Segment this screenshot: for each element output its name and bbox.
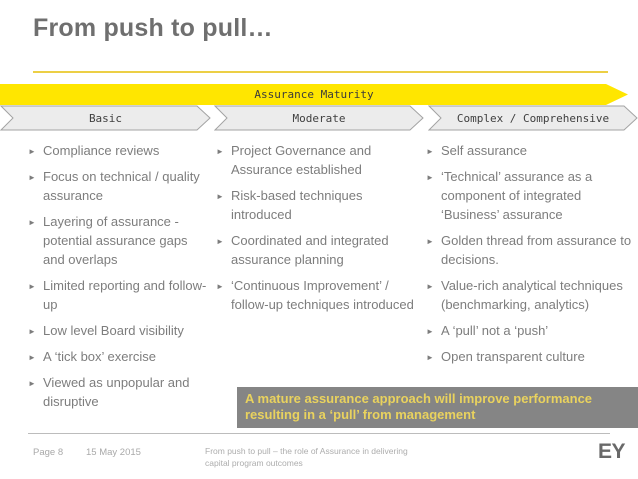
- triangle-bullet-icon: ►: [28, 327, 36, 336]
- triangle-bullet-icon: ►: [28, 147, 36, 156]
- assurance-maturity-banner: Assurance Maturity: [0, 84, 628, 105]
- triangle-bullet-icon: ►: [426, 353, 434, 362]
- triangle-bullet-icon: ►: [216, 282, 224, 291]
- bullet-item: ► Viewed as unpopular and disruptive: [28, 373, 211, 411]
- callout-banner: A mature assurance approach will improve…: [237, 387, 638, 428]
- bullet-text: Self assurance: [441, 143, 527, 158]
- stage-label: Complex / Comprehensive: [456, 111, 610, 125]
- bullet-text: A ‘tick box’ exercise: [43, 349, 156, 364]
- bullet-item: ► Low level Board visibility: [28, 321, 211, 340]
- footer-deck-title: From push to pull – the role of Assuranc…: [205, 445, 408, 469]
- bullet-text: Project Governance and Assurance establi…: [231, 143, 372, 177]
- bullet-text: Golden thread from assurance to decision…: [441, 233, 632, 267]
- bullet-item: ► ‘Technical’ assurance as a component of…: [426, 167, 638, 224]
- bullet-text: Focus on technical / quality assurance: [43, 169, 200, 203]
- triangle-bullet-icon: ►: [28, 282, 36, 291]
- bullet-text: ‘Technical’ assurance as a component of …: [441, 169, 593, 222]
- triangle-bullet-icon: ►: [426, 327, 434, 336]
- bullet-column-complex: ► Self assurance ► ‘Technical’ assurance as…: [426, 141, 638, 373]
- bullet-column-moderate: ► Project Governance and Assurance establ…: [216, 141, 422, 321]
- stage-label: Moderate: [292, 111, 346, 125]
- triangle-bullet-icon: ►: [28, 353, 36, 362]
- triangle-bullet-icon: ►: [28, 379, 36, 388]
- footer-page-number: Page 8: [33, 447, 64, 458]
- bullet-item: ► A ‘tick box’ exercise: [28, 347, 211, 366]
- stage-label: Basic: [88, 111, 123, 125]
- bullet-item: ► Risk-based techniques introduced: [216, 186, 422, 224]
- chevron-arrow-shape: [214, 105, 424, 131]
- triangle-bullet-icon: ►: [426, 173, 434, 182]
- bullet-item: ► A ‘pull’ not a ‘push’: [426, 321, 638, 340]
- bullet-item: ► Self assurance: [426, 141, 638, 160]
- triangle-bullet-icon: ►: [28, 173, 36, 182]
- bullet-text: Coordinated and integrated assurance pla…: [231, 233, 389, 267]
- stage-chevron-moderate: Moderate: [214, 105, 424, 131]
- stage-chevron-complex: Complex / Comprehensive: [428, 105, 638, 131]
- bullet-text: Open transparent culture: [441, 349, 585, 364]
- bullet-item: ► Golden thread from assurance to decisio…: [426, 231, 638, 269]
- triangle-bullet-icon: ►: [216, 192, 224, 201]
- chevron-arrow-shape: [0, 105, 211, 131]
- banner-label: Assurance Maturity: [254, 88, 374, 101]
- ey-logo: EY: [598, 440, 626, 463]
- bullet-item: ► ‘Continuous Improvement’ / follow-up te…: [216, 276, 422, 314]
- triangle-bullet-icon: ►: [426, 237, 434, 246]
- bullet-text: Limited reporting and follow-up: [43, 278, 207, 312]
- bullet-item: ► Layering of assurance - potential assur…: [28, 212, 211, 269]
- footer-deck-title-line2: capital program outcomes: [205, 458, 303, 468]
- footer-deck-title-line1: From push to pull – the role of Assuranc…: [205, 446, 408, 456]
- footer-date: 15 May 2015: [86, 447, 141, 458]
- stage-chevron-basic: Basic: [0, 105, 211, 131]
- bullet-text: Value-rich analytical techniques (benchm…: [441, 278, 623, 312]
- bullet-item: ► Open transparent culture: [426, 347, 638, 366]
- triangle-bullet-icon: ►: [426, 147, 434, 156]
- bullet-item: ► Focus on technical / quality assurance: [28, 167, 211, 205]
- triangle-bullet-icon: ►: [216, 147, 224, 156]
- bullet-column-basic: ► Compliance reviews ► Focus on technical /…: [28, 141, 211, 418]
- bullet-text: ‘Continuous Improvement’ / follow-up tec…: [231, 278, 414, 312]
- bullet-item: ► Compliance reviews: [28, 141, 211, 160]
- triangle-bullet-icon: ►: [28, 218, 36, 227]
- footer-divider: [28, 433, 610, 434]
- bullet-text: Low level Board visibility: [43, 323, 184, 338]
- bullet-item: ► Value-rich analytical techniques (bench…: [426, 276, 638, 314]
- bullet-text: Compliance reviews: [43, 143, 160, 158]
- bullet-item: ► Limited reporting and follow-up: [28, 276, 211, 314]
- bullet-item: ► Coordinated and integrated assurance pl…: [216, 231, 422, 269]
- bullet-text: Layering of assurance - potential assura…: [43, 214, 188, 267]
- bullet-text: Viewed as unpopular and disruptive: [43, 375, 190, 409]
- chevron-arrow-shape: [428, 105, 638, 131]
- title-underline: [33, 71, 608, 73]
- triangle-bullet-icon: ►: [216, 237, 224, 246]
- bullet-text: Risk-based techniques introduced: [231, 188, 363, 222]
- triangle-bullet-icon: ►: [426, 282, 434, 291]
- bullet-text: A ‘pull’ not a ‘push’: [441, 323, 549, 338]
- bullet-item: ► Project Governance and Assurance establ…: [216, 141, 422, 179]
- page-title: From push to pull…: [33, 14, 273, 42]
